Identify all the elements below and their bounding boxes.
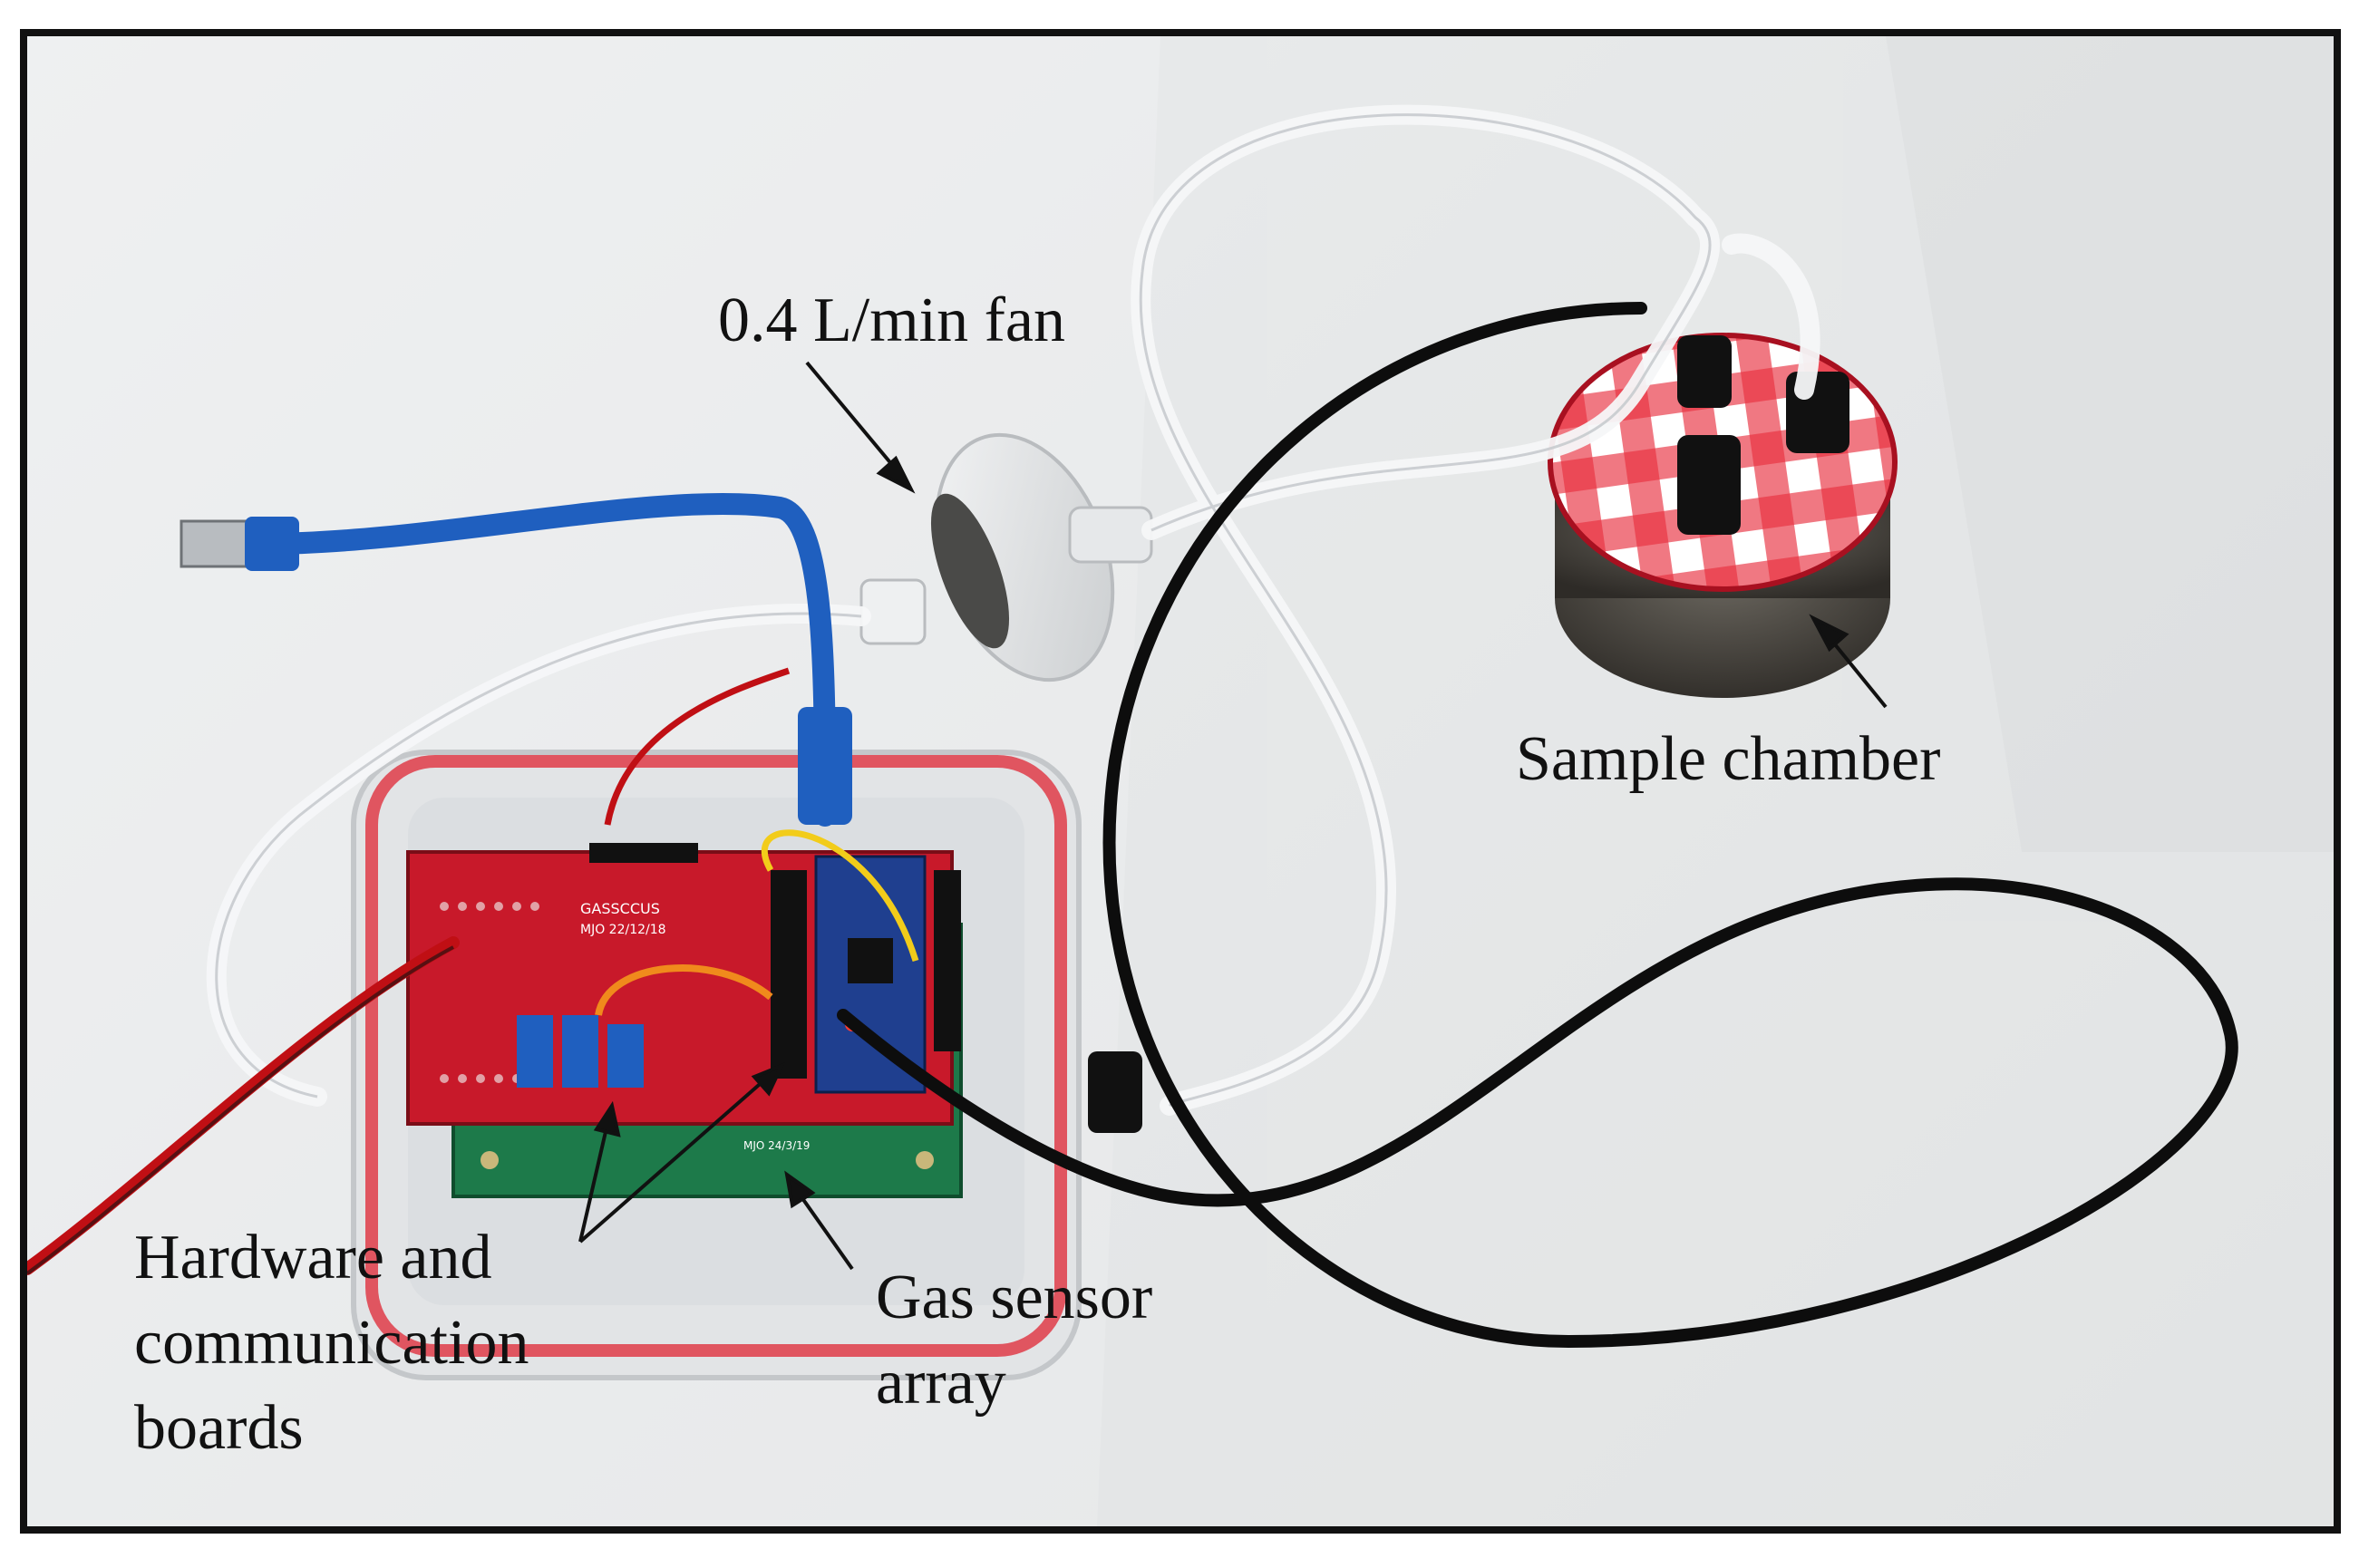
hardware-arrow-1 — [578, 1123, 609, 1243]
sample-chamber — [1548, 333, 1898, 698]
annotation-arrows — [578, 361, 1888, 1271]
board-title: GASSCCUS — [580, 900, 660, 917]
gas-label-line1: Gas sensor — [876, 1263, 1153, 1332]
usb-cable — [180, 492, 852, 827]
hardware-label-line2: communication — [134, 1308, 529, 1378]
hardware-arrow-2 — [578, 1077, 768, 1244]
board-version: MJO 22/12/18 — [580, 923, 666, 937]
hardware-board: GASSCCUS MJO 22/12/18 MJO 24/3/19 — [406, 829, 961, 1152]
setup-photo: GASSCCUS MJO 22/12/18 MJO 24/3/19 — [27, 36, 2334, 1526]
fan-arrowhead — [876, 455, 916, 494]
sensor-board-version: MJO 24/3/19 — [743, 1139, 810, 1152]
gas-arrow — [796, 1190, 854, 1271]
fan-label: 0.4 L/min fan — [718, 286, 1065, 355]
photo-frame: GASSCCUS MJO 22/12/18 MJO 24/3/19 — [20, 29, 2341, 1534]
gas-label-line2: array — [876, 1348, 1006, 1418]
fan-arrow — [805, 361, 899, 473]
chamber-arrowhead — [1809, 614, 1849, 653]
fan — [859, 432, 1153, 682]
hardware-arrowhead-1 — [593, 1100, 621, 1137]
black-cable — [837, 302, 2238, 1349]
gas-arrowhead — [784, 1170, 816, 1209]
hardware-label-line1: Hardware and — [134, 1223, 492, 1292]
chamber-arrow — [1825, 633, 1888, 709]
power-cable — [27, 936, 460, 1275]
hardware-label-line3: boards — [134, 1393, 304, 1463]
hardware-arrowhead-2 — [751, 1062, 785, 1097]
sample-chamber-label: Sample chamber — [1516, 724, 1941, 794]
cable-gland — [1088, 1051, 1142, 1133]
